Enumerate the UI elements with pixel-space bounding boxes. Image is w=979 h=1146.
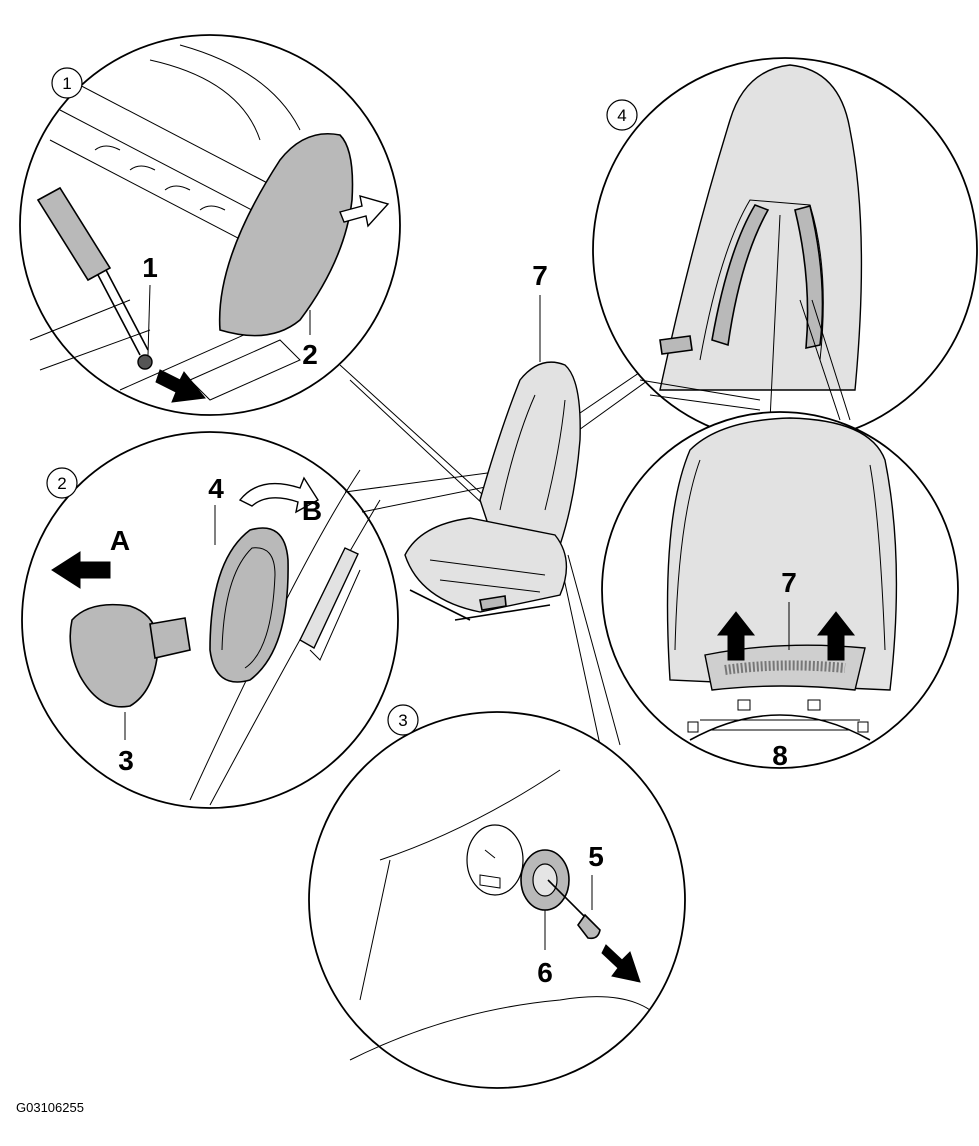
recline-knob-part-3 [69,603,191,708]
detail-4-panel: 4 [592,57,978,443]
lift-arrow-right-icon [816,611,856,661]
step-marker-2: 2 [57,474,66,493]
pull-out-arrow-icon [339,195,390,228]
callout-4: 4 [208,473,224,504]
arrow-a-icon [51,551,111,589]
seat-overview: 7 [339,260,691,746]
detail-3-panel: 3 5 6 [308,704,686,1089]
screw-part-5 [547,879,601,940]
detail-1-panel: 1 1 2 [19,34,401,416]
callout-3: 3 [118,745,134,776]
callout-6: 6 [537,957,553,988]
side-trim-panel [218,133,354,337]
trim-cover-part-4 [209,527,289,683]
step-marker-1: 1 [62,74,71,93]
callout-2: 2 [302,339,318,370]
cover-cap-part-6 [520,849,570,911]
step-marker-4: 4 [617,106,626,125]
callout-7-detail: 7 [781,567,797,598]
remove-screw-arrow-icon [601,944,641,983]
callout-7-seat: 7 [532,260,548,291]
callout-B: B [302,495,322,526]
callout-5: 5 [588,841,604,872]
step-marker-3: 3 [398,711,407,730]
arrow-b-rotate-icon [238,476,319,514]
detail-4-zoom-panel: 7 8 [601,411,959,771]
figure-code: G03106255 [16,1100,84,1115]
lift-arrow-left-icon [716,611,756,661]
screwdriver-tool [36,186,153,370]
pry-arrow-icon [155,369,206,403]
callout-8: 8 [772,740,788,771]
callout-A: A [110,525,130,556]
callout-1: 1 [142,252,158,283]
detail-2-panel: 2 A B 4 3 [21,431,399,809]
